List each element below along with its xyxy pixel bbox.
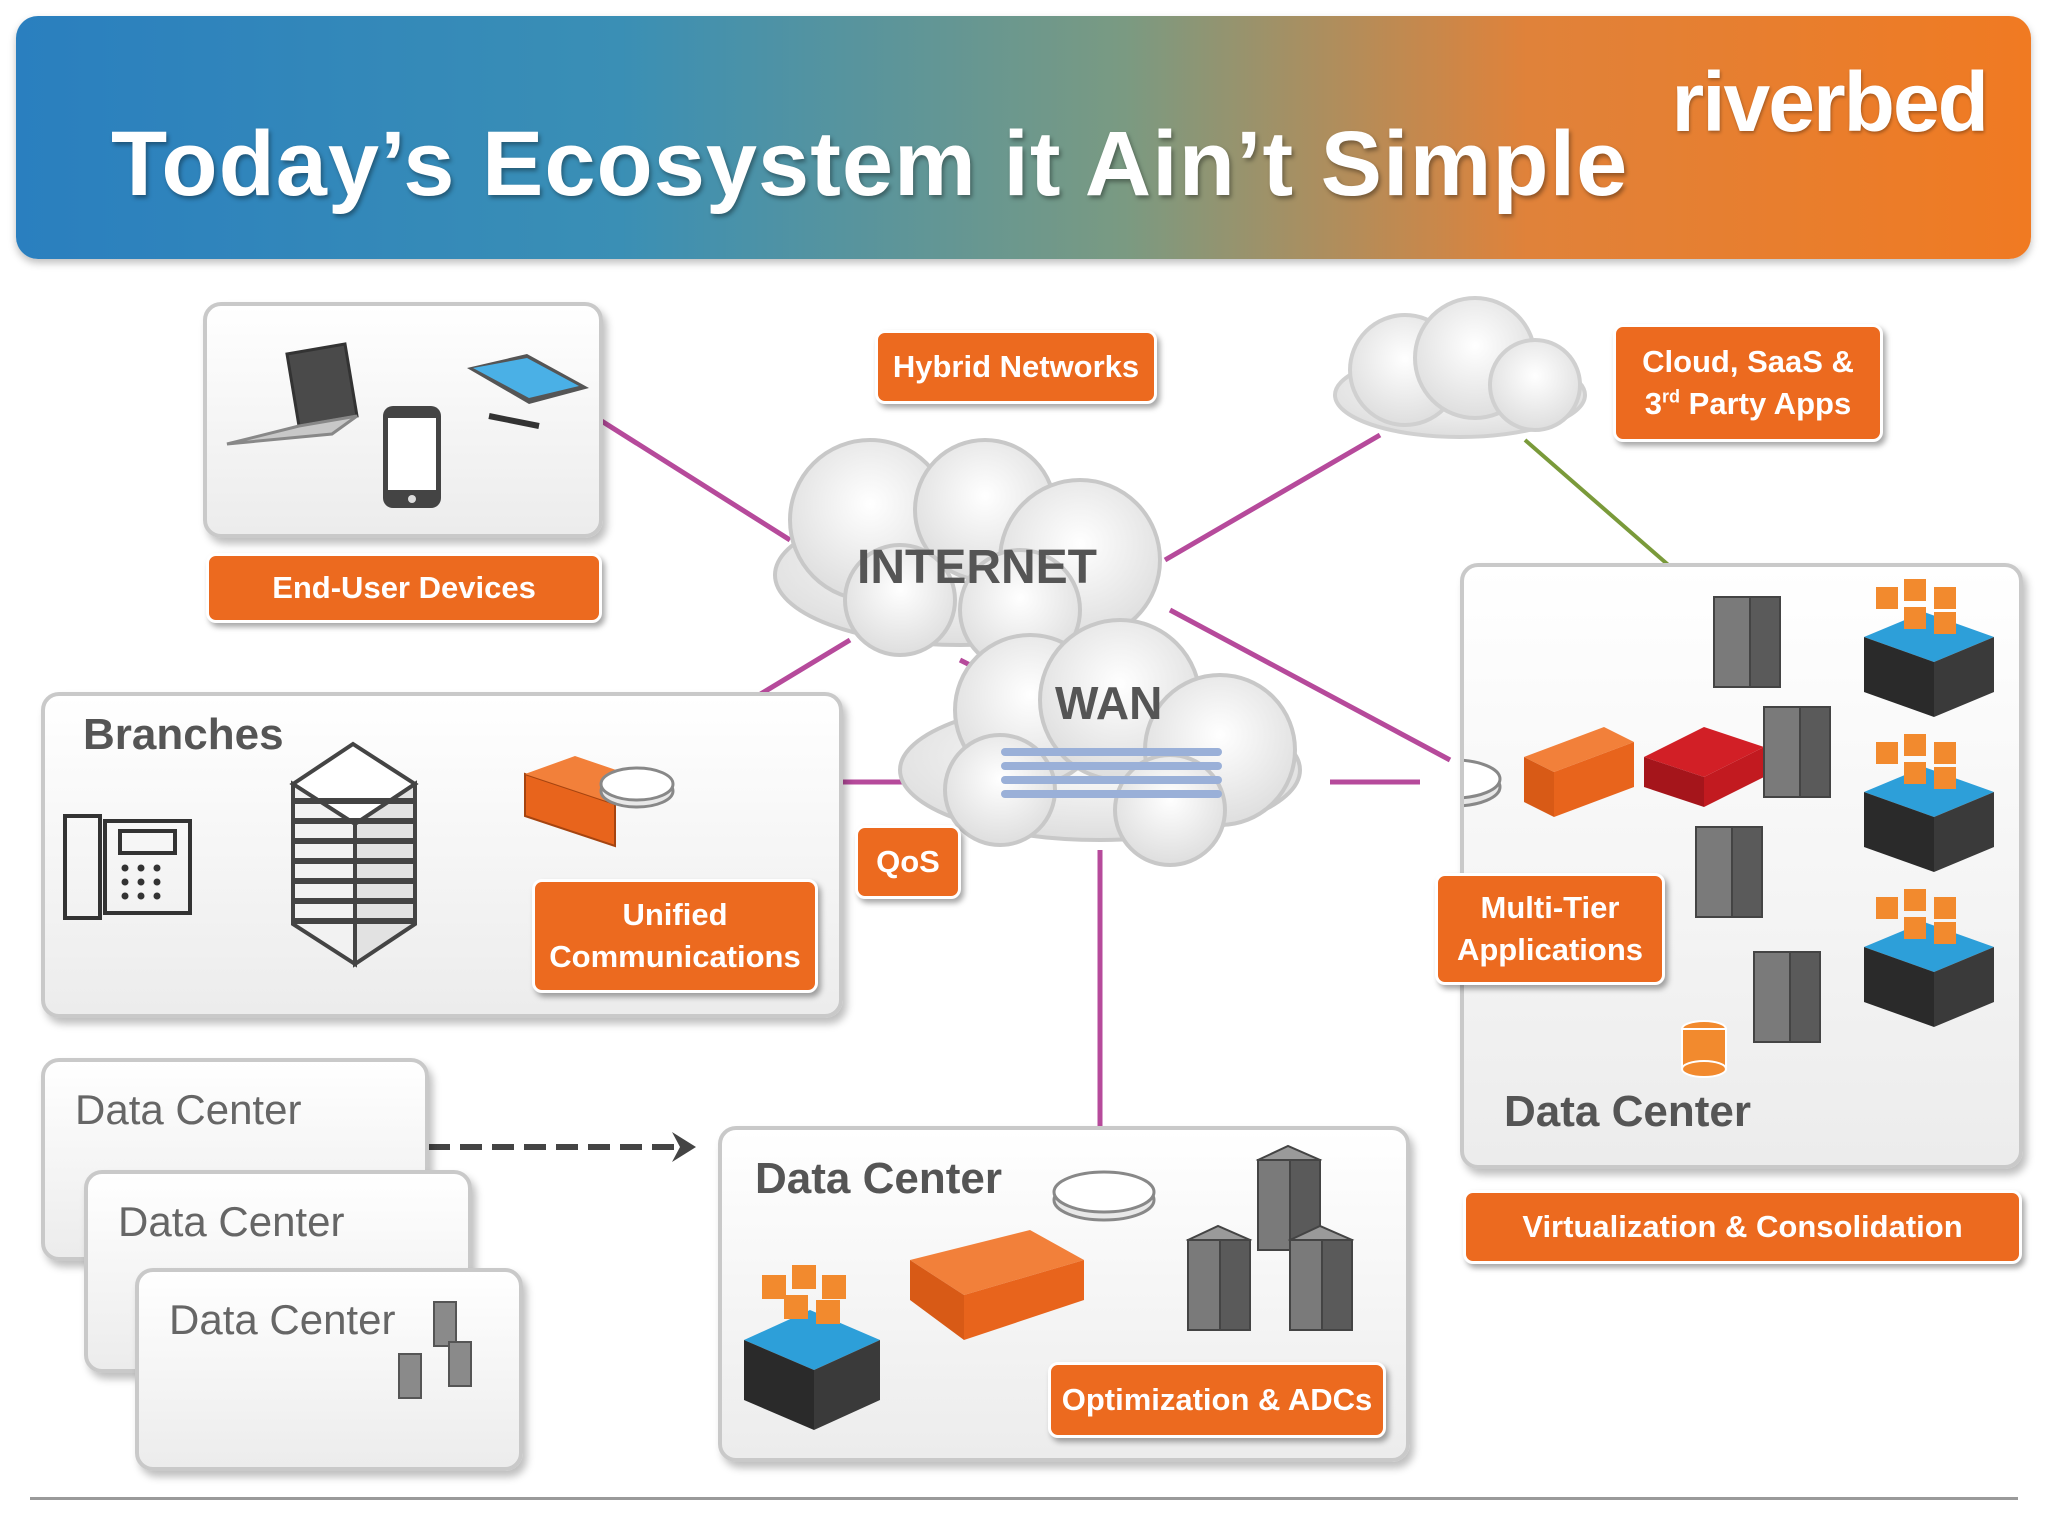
right-optimizer-appliance-icon [1524, 727, 1634, 817]
data-center-stack-title-2: Data Center [118, 1198, 345, 1245]
data-center-center-title: Data Center [755, 1154, 1002, 1203]
riverbed-logo: riverbed [1671, 55, 1989, 149]
link-devices-internet [598, 417, 792, 543]
cloud-apps-cloud [1333, 296, 1587, 439]
center-dc-icons [744, 1144, 1355, 1430]
link-internet-cloud [1163, 432, 1382, 563]
third-party-text: Party Apps [1688, 386, 1852, 421]
data-center-stack-panel-1: Data Center [41, 1058, 429, 1261]
page-title: Today’s Ecosystem it Ain’t Simple [111, 113, 1629, 215]
optimization-adcs-tag: Optimization & ADCs [1048, 1362, 1386, 1438]
data-center-stack-panel-3: Data Center [135, 1268, 523, 1471]
desk-phone-icon [63, 814, 192, 920]
cloud-saas-line-2: 3rd Party Apps [1644, 386, 1852, 421]
branch-server-icon [289, 741, 419, 968]
data-center-stack-title-1: Data Center [75, 1086, 302, 1133]
cloud-saas-line-1: Cloud, SaaS & [1642, 344, 1854, 380]
virtualization-consolidation-tag: Virtualization & Consolidation [1463, 1190, 2022, 1264]
branches-title: Branches [83, 710, 284, 759]
footer-divider [30, 1497, 2018, 1500]
database-icon [1681, 1020, 1727, 1078]
branch-router-icon [599, 766, 675, 809]
data-center-stack-title-3: Data Center [169, 1296, 396, 1343]
tablet-icon [467, 354, 589, 429]
qos-tag: QoS [855, 825, 961, 899]
virtualization-host-icon [744, 1265, 880, 1430]
right-dc-icons [1464, 579, 1994, 1078]
header-banner: Today’s Ecosystem it Ain’t Simple riverb… [16, 16, 2031, 259]
center-server-rack-icons [1185, 1144, 1355, 1331]
end-user-devices-panel [203, 302, 603, 538]
laptop-icon [226, 342, 359, 446]
branch-icons [63, 741, 675, 968]
data-center-right-panel: Data Center [1460, 563, 2023, 1169]
stack-server-icons [398, 1301, 472, 1399]
link-internet-dc-right [1168, 607, 1452, 763]
branches-panel: Branches [41, 692, 843, 1018]
wan-label: WAN [1055, 677, 1163, 729]
internet-label: INTERNET [857, 541, 1097, 594]
center-router-icon [1052, 1170, 1156, 1222]
data-center-right-title: Data Center [1504, 1087, 1751, 1136]
virtualization-host-stack-icons [1864, 579, 1994, 1027]
multi-tier-applications-tag: Multi-Tier Applications [1435, 873, 1665, 985]
hybrid-networks-tag: Hybrid Networks [875, 330, 1157, 404]
wan-traffic-lanes [1001, 748, 1222, 798]
cloud-saas-tag: Cloud, SaaS & 3rd Party Apps [1613, 324, 1883, 442]
end-user-devices-tag: End-User Devices [206, 553, 602, 623]
migration-arrow-head [672, 1132, 696, 1162]
right-router-icon [1464, 758, 1502, 808]
wan-cloud [898, 618, 1302, 867]
phone-icon [383, 406, 441, 508]
center-optimizer-appliance-icon [910, 1230, 1084, 1340]
unified-communications-tag: Unified Communications [532, 879, 818, 993]
app-server-rack-icons [1695, 596, 1831, 1043]
devices-icons [226, 342, 589, 508]
internet-cloud [773, 438, 1162, 672]
traffic-manager-appliance-icon [1644, 727, 1764, 807]
